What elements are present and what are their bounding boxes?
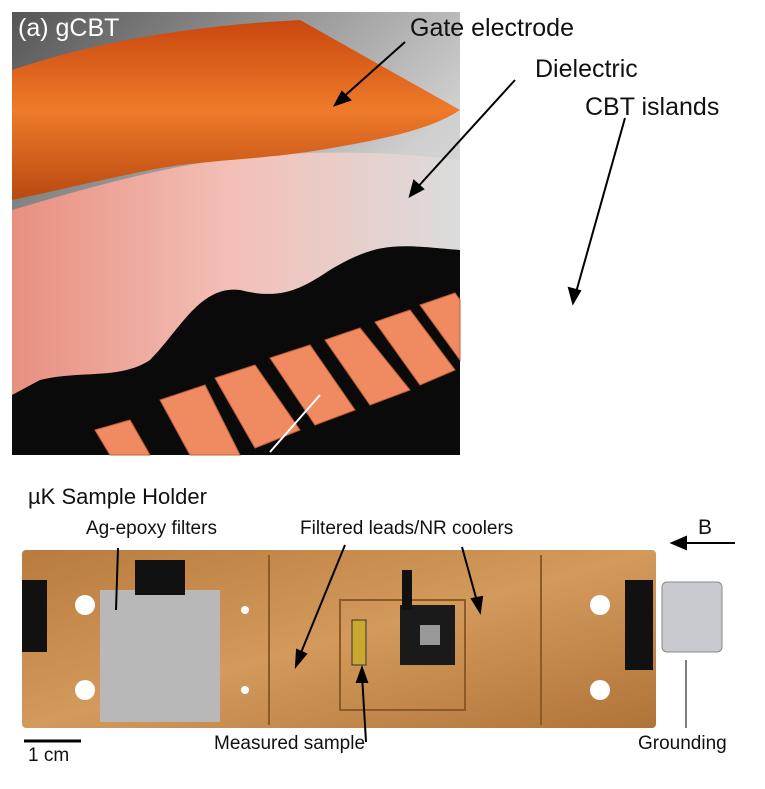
label-filtered-leads: Filtered leads/NR coolers xyxy=(300,518,514,539)
sample-holder-photo xyxy=(22,550,723,728)
label-measured-sample: Measured sample xyxy=(214,733,366,754)
label-dielectric: Dielectric xyxy=(535,55,638,83)
label-ag-epoxy-filters: Ag-epoxy filters xyxy=(86,518,217,539)
label-gate-electrode: Gate electrode xyxy=(410,14,574,42)
photo-arrows xyxy=(24,535,735,743)
label-magnetic-field: B xyxy=(698,516,713,539)
gcbt-rendering xyxy=(12,12,461,456)
scale-bar-label: 1 cm xyxy=(28,745,70,766)
panel-b-title: µK Sample Holder xyxy=(28,484,207,509)
cbt-islands xyxy=(94,292,461,456)
panel-a-title: (a) gCBT xyxy=(18,14,120,42)
label-grounding: Grounding xyxy=(638,733,727,754)
label-cbt-islands: CBT islands xyxy=(585,93,720,121)
annotation-arrows xyxy=(332,41,626,306)
